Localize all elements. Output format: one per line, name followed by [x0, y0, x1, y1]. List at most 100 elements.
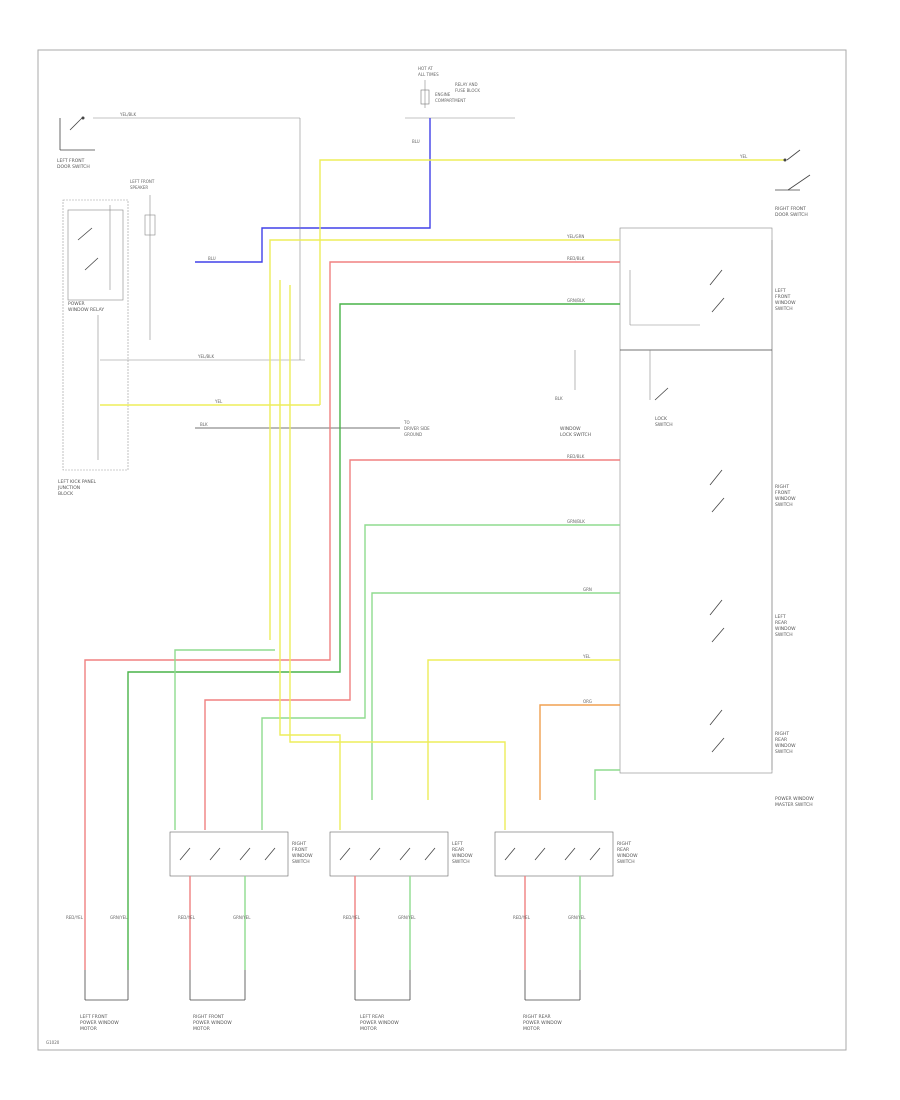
driver-side-note-2: DRIVER SIDE — [404, 426, 430, 431]
sub-switch-2-label-3: WINDOW — [775, 496, 796, 502]
fuse-block-note-3: RELAY AND — [455, 82, 478, 87]
left-front-motor: LEFT FRONT POWER WINDOW MOTOR — [80, 970, 129, 1032]
wire-label-grn: GRN — [583, 587, 592, 592]
door-switch-3-label-2: REAR — [617, 847, 629, 853]
junction-block: POWER WINDOW RELAY LEFT KICK PANEL JUNCT… — [57, 199, 129, 497]
junction-block-label-1: LEFT KICK PANEL — [58, 479, 97, 485]
door-switch-2-label-3: WINDOW — [452, 853, 473, 859]
driver-side-note-1: TO — [403, 420, 410, 425]
left-front-speaker-label-2: SPEAKER — [130, 185, 148, 190]
diagram-frame — [37, 49, 847, 1051]
door-switch-3-label-3: WINDOW — [617, 853, 638, 859]
motor-3-label-3: MOTOR — [360, 1026, 377, 1032]
motor-2-label-3: MOTOR — [193, 1026, 210, 1032]
power-window-relay-label-2: WINDOW RELAY — [68, 307, 104, 313]
lock-switch-label-2: SWITCH — [655, 422, 673, 428]
door-switch-3-label-1: RIGHT — [617, 841, 631, 847]
wire-label-blk: BLK — [200, 422, 208, 427]
fuse-block-label-1: HOT AT — [418, 66, 433, 71]
door-switch-1-label-2: FRONT — [292, 847, 308, 853]
motor-2-label-2: POWER WINDOW — [193, 1020, 232, 1026]
fuse-block: HOT AT ALL TIMES ENGINE COMPARTMENT RELA… — [405, 66, 515, 144]
motor-4-label-2: POWER WINDOW — [523, 1020, 562, 1026]
connector-red-yel-1: RED/YEL — [66, 915, 84, 920]
sub-switch-3-label-4: SWITCH — [775, 632, 793, 638]
motor-3-label-2: POWER WINDOW — [360, 1020, 399, 1026]
sub-switch-2-label-4: SWITCH — [775, 502, 793, 508]
sub-switch-4-label-1: RIGHT — [775, 731, 789, 737]
connector-grn-yel-3: GRN/YEL — [398, 915, 416, 920]
motor-1-label-3: MOTOR — [80, 1026, 97, 1032]
left-front-speaker-label-1: LEFT FRONT — [130, 179, 155, 184]
sub-switch-1-label-1: LEFT — [775, 288, 786, 294]
right-front-motor: RIGHT FRONT POWER WINDOW MOTOR — [189, 970, 246, 1032]
wire-label-red-blk-2: RED/BLK — [567, 454, 585, 459]
left-rear-window-switch: LEFT REAR WINDOW SWITCH — [329, 831, 473, 877]
right-rear-motor: RIGHT REAR POWER WINDOW MOTOR — [523, 970, 581, 1032]
wire-label-grn-blk: GRN/BLK — [567, 298, 585, 303]
motor-3-label-1: LEFT REAR — [360, 1014, 384, 1020]
connector-grn-yel-1: GRN/YEL — [110, 915, 128, 920]
connector-red-yel-2: RED/YEL — [178, 915, 196, 920]
left-front-door-switch: YEL/BLK LEFT FRONT DOOR SWITCH — [57, 112, 300, 170]
sub-switch-1-label-2: FRONT — [775, 294, 791, 300]
right-front-door-switch-label-1: RIGHT FRONT — [775, 206, 806, 212]
sub-switch-3-label-3: WINDOW — [775, 626, 796, 632]
wire-label-yel-3: YEL — [582, 654, 591, 659]
wire-label-yel-blk-mid: YEL/BLK — [197, 354, 215, 359]
footer-code: G1020 — [46, 1040, 60, 1045]
right-rear-window-switch: RIGHT REAR WINDOW SWITCH — [494, 831, 638, 877]
lock-switch-label-1: LOCK — [655, 416, 668, 422]
wire-label-yel-mid: YEL — [214, 399, 223, 404]
left-front-door-switch-label-1: LEFT FRONT — [57, 158, 85, 164]
connector-red-yel-3: RED/YEL — [343, 915, 361, 920]
motor-4-label-3: MOTOR — [523, 1026, 540, 1032]
sub-switch-4-label-3: WINDOW — [775, 743, 796, 749]
sub-switch-1-label-4: SWITCH — [775, 306, 793, 312]
connector-grn-yel-4: GRN/YEL — [568, 915, 586, 920]
door-switch-1-label-4: SWITCH — [292, 859, 310, 865]
wire-label-yel-grn: YEL/GRN — [566, 234, 584, 239]
door-switch-3-label-4: SWITCH — [617, 859, 635, 865]
left-rear-motor: LEFT REAR POWER WINDOW MOTOR — [354, 970, 411, 1032]
wire-label-blk-lock: BLK — [555, 396, 563, 401]
sub-switch-1-label-3: WINDOW — [775, 300, 796, 306]
fuse-block-label-2: ALL TIMES — [418, 72, 439, 77]
junction-block-label-2: JUNCTION — [57, 485, 80, 491]
wire-label-yel-blk-top: YEL/BLK — [119, 112, 137, 117]
left-front-door-switch-label-2: DOOR SWITCH — [57, 164, 90, 170]
sub-switch-3-label-2: REAR — [775, 620, 787, 626]
motor-2-label-1: RIGHT FRONT — [193, 1014, 224, 1020]
window-lock-switch-label-2: LOCK SWITCH — [560, 432, 591, 438]
sub-switch-4-label-2: REAR — [775, 737, 787, 743]
door-switch-2-label-4: SWITCH — [452, 859, 470, 865]
wire-label-red-blk: RED/BLK — [567, 256, 585, 261]
junction-block-label-3: BLOCK — [58, 491, 74, 497]
driver-side-note-3: GROUND — [404, 432, 422, 437]
master-switch-label-2: MASTER SWITCH — [775, 802, 813, 808]
master-switch-label-1: POWER WINDOW — [775, 796, 814, 802]
sub-switch-2-label-1: RIGHT — [775, 484, 789, 490]
sub-switch-4-label-4: SWITCH — [775, 749, 793, 755]
right-front-window-switch: RIGHT FRONT WINDOW SWITCH — [169, 831, 313, 877]
wire-label-yel-top: YEL — [739, 154, 748, 159]
power-window-master-switch: LEFT FRONT WINDOW SWITCH BLK WINDOW LOCK… — [555, 227, 814, 808]
motor-4-label-1: RIGHT REAR — [523, 1014, 551, 1020]
right-front-door-switch: YEL RIGHT FRONT DOOR SWITCH — [319, 149, 811, 405]
right-front-door-switch-label-2: DOOR SWITCH — [775, 212, 808, 218]
motor-1-label-2: POWER WINDOW — [80, 1020, 119, 1026]
left-front-speaker: LEFT FRONT SPEAKER — [130, 179, 156, 340]
sub-switch-3-label-1: LEFT — [775, 614, 786, 620]
power-window-relay-label-1: POWER — [68, 301, 85, 307]
door-switch-1-label-3: WINDOW — [292, 853, 313, 859]
fuse-block-note-4: FUSE BLOCK — [455, 88, 480, 93]
wire-label-blu-2: BLU — [208, 256, 216, 261]
connector-red-yel-4: RED/YEL — [513, 915, 531, 920]
sub-switch-2-label-2: FRONT — [775, 490, 791, 496]
wire-label-grn-blk-2: GRN/BLK — [567, 519, 585, 524]
wire-label-org: ORG — [583, 699, 592, 704]
motor-1-label-1: LEFT FRONT — [80, 1014, 108, 1020]
connector-grn-yel-2: GRN/YEL — [233, 915, 251, 920]
fuse-block-note-2: COMPARTMENT — [435, 98, 466, 103]
